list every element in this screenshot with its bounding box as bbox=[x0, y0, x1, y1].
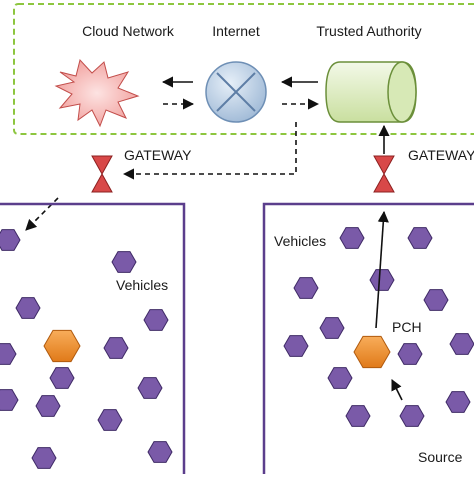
vehicle-hexagon-icon bbox=[15, 297, 41, 319]
vehicle-hexagon-icon bbox=[147, 441, 173, 463]
vehicles-layer bbox=[0, 227, 474, 469]
cloud-network-icon bbox=[54, 58, 140, 128]
vehicle-hexagon-icon bbox=[111, 251, 137, 273]
cloud-network-label: Cloud Network bbox=[82, 23, 175, 39]
vehicle-hexagon-icon bbox=[31, 447, 57, 469]
vehicle-hexagon-icon bbox=[397, 343, 423, 365]
vehicle-hexagon-icon bbox=[369, 269, 395, 291]
pch-hexagon-right-icon bbox=[353, 335, 391, 369]
left-vehicle-cluster bbox=[0, 202, 186, 479]
vehicle-hexagon-icon bbox=[449, 333, 474, 355]
gateway-left-label: GATEWAY bbox=[124, 147, 192, 163]
route-trusted-to-left-gateway bbox=[122, 122, 297, 180]
vehicle-hexagon-icon bbox=[319, 317, 345, 339]
backbone-region bbox=[13, 3, 474, 135]
vehicle-hexagon-icon bbox=[103, 337, 129, 359]
vehicle-hexagon-icon bbox=[97, 409, 123, 431]
pch-hexagon-left-icon bbox=[43, 329, 81, 363]
trusted-authority-server-icon bbox=[325, 61, 417, 123]
vehicle-hexagon-icon bbox=[137, 377, 163, 399]
vehicle-hexagon-icon bbox=[339, 227, 365, 249]
vehicle-hexagon-icon bbox=[327, 367, 353, 389]
vehicle-hexagon-icon bbox=[445, 391, 471, 413]
vehicle-hexagon-icon bbox=[423, 289, 449, 311]
vehicle-hexagon-icon bbox=[399, 405, 425, 427]
vehicle-hexagon-icon bbox=[0, 343, 17, 365]
vehicle-hexagon-icon bbox=[35, 395, 61, 417]
vehicle-hexagon-icon bbox=[49, 367, 75, 389]
vehicle-hexagon-icon bbox=[0, 229, 21, 251]
vehicle-hexagon-icon bbox=[407, 227, 433, 249]
internet-router-icon bbox=[205, 61, 267, 123]
vehicles-right-label: Vehicles bbox=[274, 233, 326, 249]
trusted-authority-label: Trusted Authority bbox=[316, 23, 421, 39]
pch-hexagon-shape bbox=[353, 335, 391, 369]
gateway-right-label: GATEWAY bbox=[408, 147, 474, 163]
arrow-gateway-into-left-cluster bbox=[25, 197, 59, 231]
vehicle-hexagon-icon bbox=[283, 335, 309, 357]
pch-hexagon-shape bbox=[43, 329, 81, 363]
vehicle-hexagon-icon bbox=[143, 309, 169, 331]
arrow-source-to-pch bbox=[391, 378, 403, 401]
vehicle-hexagon-icon bbox=[293, 277, 319, 299]
vehicles-left-label: Vehicles bbox=[116, 277, 168, 293]
vehicle-hexagon-icon bbox=[0, 389, 19, 411]
gateway-left-icon bbox=[91, 155, 113, 193]
arrow-pch-to-gateway bbox=[375, 210, 389, 329]
gateway-right-icon bbox=[373, 155, 395, 193]
internet-label: Internet bbox=[212, 23, 260, 39]
pch-label: PCH bbox=[392, 319, 422, 335]
vehicle-hexagon-icon bbox=[345, 405, 371, 427]
right-vehicle-cluster bbox=[262, 202, 474, 479]
source-label: Source bbox=[418, 449, 463, 465]
